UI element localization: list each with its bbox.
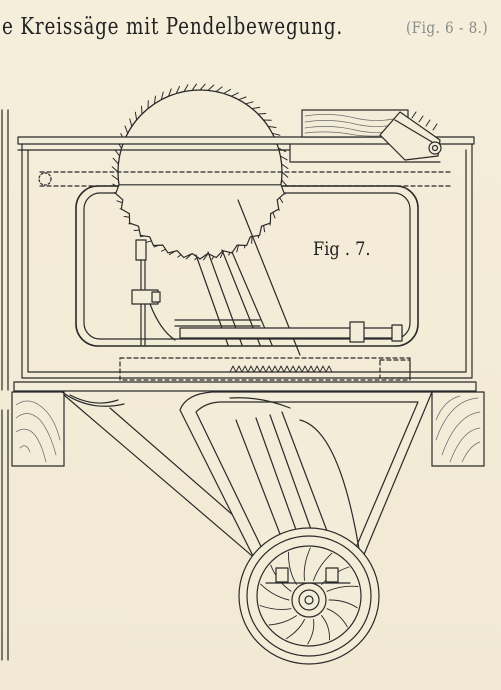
- plate-title: e Kreissäge mit Pendelbewegung. (Fig. 6 …: [2, 14, 501, 48]
- rack-gear: [119, 357, 411, 381]
- feed-shaft: [174, 319, 403, 343]
- flywheel: [238, 527, 380, 665]
- figure-label: Fig . 7.: [313, 238, 371, 260]
- left-frame-lines: [1, 109, 9, 661]
- figure-reference: (Fig. 6 - 8.): [406, 18, 489, 37]
- feed-guard: [379, 111, 442, 161]
- saw-table-top: [17, 136, 475, 163]
- left-beam: [11, 391, 65, 467]
- right-beam: [431, 391, 485, 467]
- title-text: e Kreissäge mit Pendelbewegung.: [2, 14, 344, 40]
- adjusting-rod: [131, 239, 176, 346]
- base-plate: [13, 381, 477, 392]
